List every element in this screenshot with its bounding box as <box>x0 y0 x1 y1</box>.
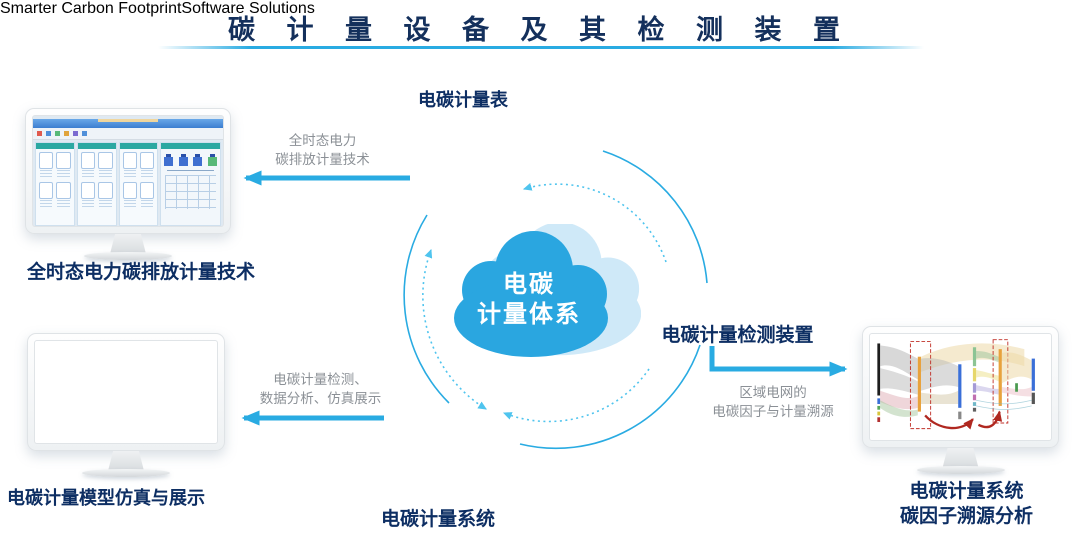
toolbar <box>33 128 223 140</box>
label-line: 电碳计量检测、 <box>273 372 368 387</box>
toolbar-icon <box>82 131 87 136</box>
toolbar-icon <box>73 131 78 136</box>
titlebar <box>33 119 223 128</box>
device-card <box>80 152 96 178</box>
building-icon <box>193 154 203 166</box>
device-column <box>35 142 75 226</box>
monitor-neck <box>108 451 144 471</box>
monitor-simulation <box>27 333 225 477</box>
device-column <box>118 142 159 226</box>
cooling-tower <box>35 341 75 399</box>
label-to-simulation: 电碳计量检测、 数据分析、仿真展示 <box>233 370 408 408</box>
toolbar-icon <box>37 131 42 136</box>
titlebar-text <box>98 119 158 122</box>
label-to-sankey: 区域电网的 电碳因子与计量溯源 <box>683 383 863 421</box>
label-line: 区域电网的 <box>739 385 807 400</box>
page-title: 碳 计 量 设 备 及 其 检 测 装 置 <box>227 15 852 45</box>
monitor-bezel <box>25 108 231 234</box>
topology-panel <box>160 142 221 226</box>
device-card <box>98 152 113 178</box>
column-header <box>161 143 220 149</box>
device-column <box>76 142 117 226</box>
monitor-neck <box>942 448 979 468</box>
sankey-screen <box>869 333 1052 441</box>
detector-caption: 电碳计量检测装置 <box>661 325 814 346</box>
monitor-sankey <box>862 326 1059 474</box>
label-line: 碳排放计量技术 <box>275 152 370 167</box>
arrow-to-sankey <box>709 346 848 377</box>
monitor-bezel <box>862 326 1059 448</box>
simulation-caption: 电碳计量模型仿真与展示 <box>7 488 205 508</box>
monitor-fulltime <box>25 108 231 260</box>
device-card <box>80 182 96 208</box>
meter-label: 电碳计量表 <box>418 90 508 110</box>
monitor-bezel <box>27 333 225 451</box>
label-line: 全时态电力 <box>288 133 357 148</box>
device-card <box>98 182 113 208</box>
cloud-line1: 电碳 <box>503 271 555 298</box>
column-header <box>36 143 74 149</box>
column-header <box>119 143 158 149</box>
device-card <box>122 152 137 178</box>
toolbar-icon <box>64 131 69 136</box>
toolbar-icon <box>55 131 60 136</box>
cloud-title: 电碳 计量体系 <box>436 270 622 330</box>
cycle-dotted-to-system <box>502 368 650 423</box>
device-cards <box>120 149 158 212</box>
device-card <box>39 152 54 178</box>
label-line: 电碳因子与计量溯源 <box>712 404 834 419</box>
system-infographic: Smarter Carbon FootprintSoftware Solutio… <box>0 0 1080 18</box>
monitor-base <box>82 469 170 477</box>
sankey-chart <box>877 339 1035 430</box>
building-icon <box>208 154 218 166</box>
toolbar-icon <box>46 131 51 136</box>
device-card <box>56 152 71 178</box>
infographic-header-text: Smarter Carbon FootprintSoftware Solutio… <box>0 0 315 17</box>
monitor-neck <box>110 234 146 254</box>
cooling-tower <box>35 399 87 443</box>
device-card <box>139 152 155 178</box>
system-caption: 电碳计量系统 <box>380 509 495 530</box>
device-card <box>139 182 155 208</box>
infographic-header: Smarter Carbon FootprintSoftware Solutio… <box>0 0 1080 18</box>
device-cards <box>78 149 116 212</box>
title-underline <box>158 46 924 49</box>
device-card <box>122 182 137 208</box>
sankey-caption-line2: 碳因子溯源分析 <box>899 506 1033 527</box>
label-to-fulltime: 全时态电力 碳排放计量技术 <box>240 131 405 169</box>
device-card <box>39 182 54 208</box>
monitor-base <box>916 466 1005 474</box>
sankey-caption-line1: 电碳计量系统 <box>909 481 1024 502</box>
fulltime-caption: 全时态电力碳排放计量技术 <box>26 262 255 283</box>
simulation-screen <box>34 340 218 444</box>
monitor-base <box>84 252 172 260</box>
device-cards <box>36 149 74 212</box>
fulltime-software-screen <box>32 115 224 227</box>
topology-grid <box>165 175 216 209</box>
topology-line <box>167 170 214 171</box>
central-cloud: 电碳 计量体系 <box>436 222 642 366</box>
device-card <box>56 182 71 208</box>
substation-icons <box>161 154 220 166</box>
building-icon <box>178 154 188 166</box>
cloud-line2: 计量体系 <box>477 301 581 328</box>
building-icon <box>164 154 174 166</box>
label-line: 数据分析、仿真展示 <box>259 391 382 406</box>
column-header <box>77 143 116 149</box>
device-columns <box>33 140 223 226</box>
sankey-caption: 电碳计量系统 碳因子溯源分析 <box>864 479 1069 529</box>
